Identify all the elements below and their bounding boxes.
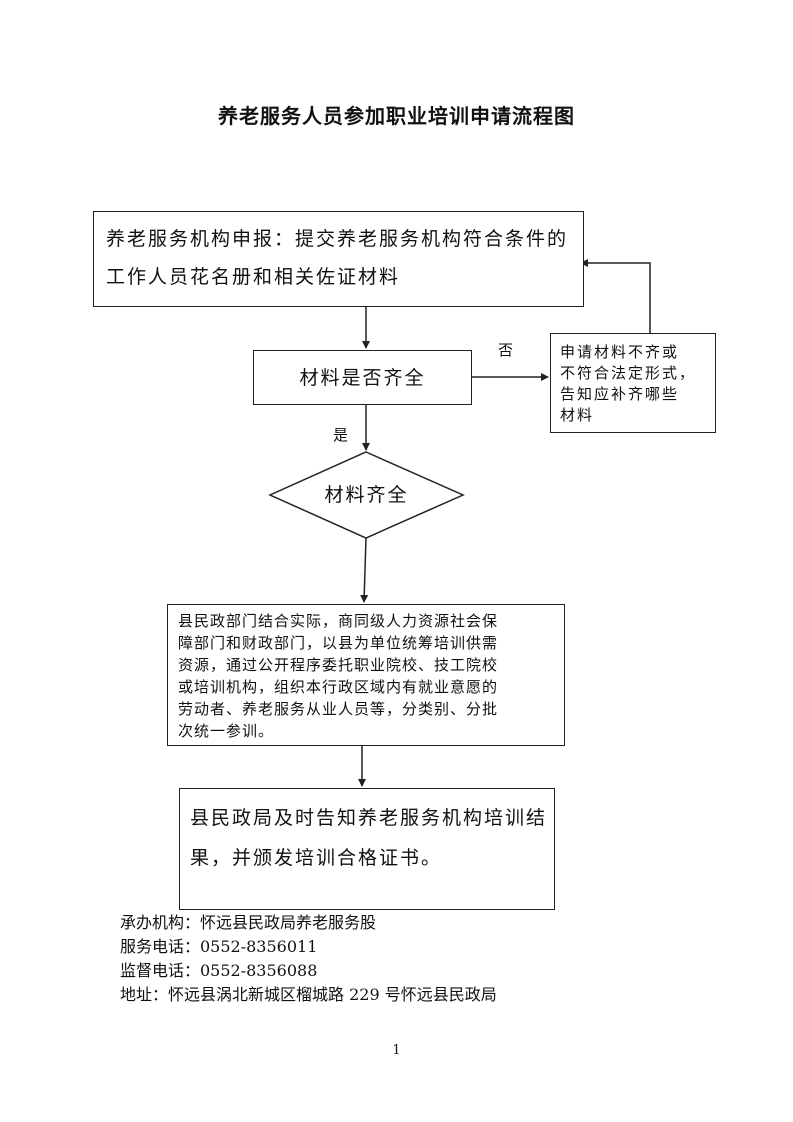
- organize-line-2: 障部门和财政部门，以县为单位统筹培训供需: [178, 634, 499, 652]
- declare-line-2: 工作人员花名册和相关佐证材料: [106, 266, 401, 288]
- notify-line-1: 县民政局及时告知养老服务机构培训结: [190, 807, 548, 829]
- check-box: 材料是否齐全: [253, 350, 472, 405]
- edge-label-no: 否: [498, 341, 514, 359]
- organize-line-4: 或培训机构，组织本行政区域内有就业意愿的: [178, 678, 499, 696]
- footer-supervise-phone: 监督电话：0552-8356088: [120, 961, 318, 980]
- edge-label-yes: 是: [333, 426, 349, 444]
- complete-label: 材料齐全: [324, 484, 409, 506]
- organize-line-1: 县民政部门结合实际，商同级人力资源社会保: [178, 612, 499, 630]
- incomplete-line-3: 告知应补齐哪些: [560, 385, 680, 403]
- page-number: 1: [392, 1043, 401, 1058]
- notify-box: 县民政局及时告知养老服务机构培训结 果，并颁发培训合格证书。: [179, 788, 555, 910]
- incomplete-line-2: 不符合法定形式，: [560, 364, 697, 382]
- notify-line-2: 果，并颁发培训合格证书。: [190, 847, 443, 869]
- incomplete-line-4: 材料: [560, 406, 595, 424]
- check-label: 材料是否齐全: [299, 367, 426, 389]
- organize-line-3: 资源，通过公开程序委托职业院校、技工院校: [178, 656, 499, 674]
- incomplete-box: 申请材料不齐或 不符合法定形式， 告知应补齐哪些 材料: [550, 333, 716, 433]
- declare-box: 养老服务机构申报：提交养老服务机构符合条件的 工作人员花名册和相关佐证材料: [93, 211, 584, 307]
- arrow-incomplete-back-to-declare: [580, 259, 651, 333]
- declare-line-1: 养老服务机构申报：提交养老服务机构符合条件的: [106, 228, 569, 250]
- page-title: 养老服务人员参加职业培训申请流程图: [218, 104, 575, 128]
- footer-org: 承办机构：怀远县民政局养老服务股: [120, 913, 377, 932]
- organize-line-5: 劳动者、养老服务从业人员等，分类别、分批: [178, 700, 499, 718]
- decision-diamond-complete: [268, 451, 465, 539]
- footer-address: 地址：怀远县涡北新城区榴城路 229 号怀远县民政局: [120, 985, 497, 1004]
- footer-service-phone: 服务电话：0552-8356011: [120, 937, 318, 956]
- arrow-complete-to-organize: [360, 537, 369, 603]
- incomplete-line-1: 申请材料不齐或: [560, 343, 680, 361]
- organize-box: 县民政部门结合实际，商同级人力资源社会保 障部门和财政部门，以县为单位统筹培训供…: [167, 604, 565, 746]
- organize-line-6: 次统一参训。: [178, 722, 275, 740]
